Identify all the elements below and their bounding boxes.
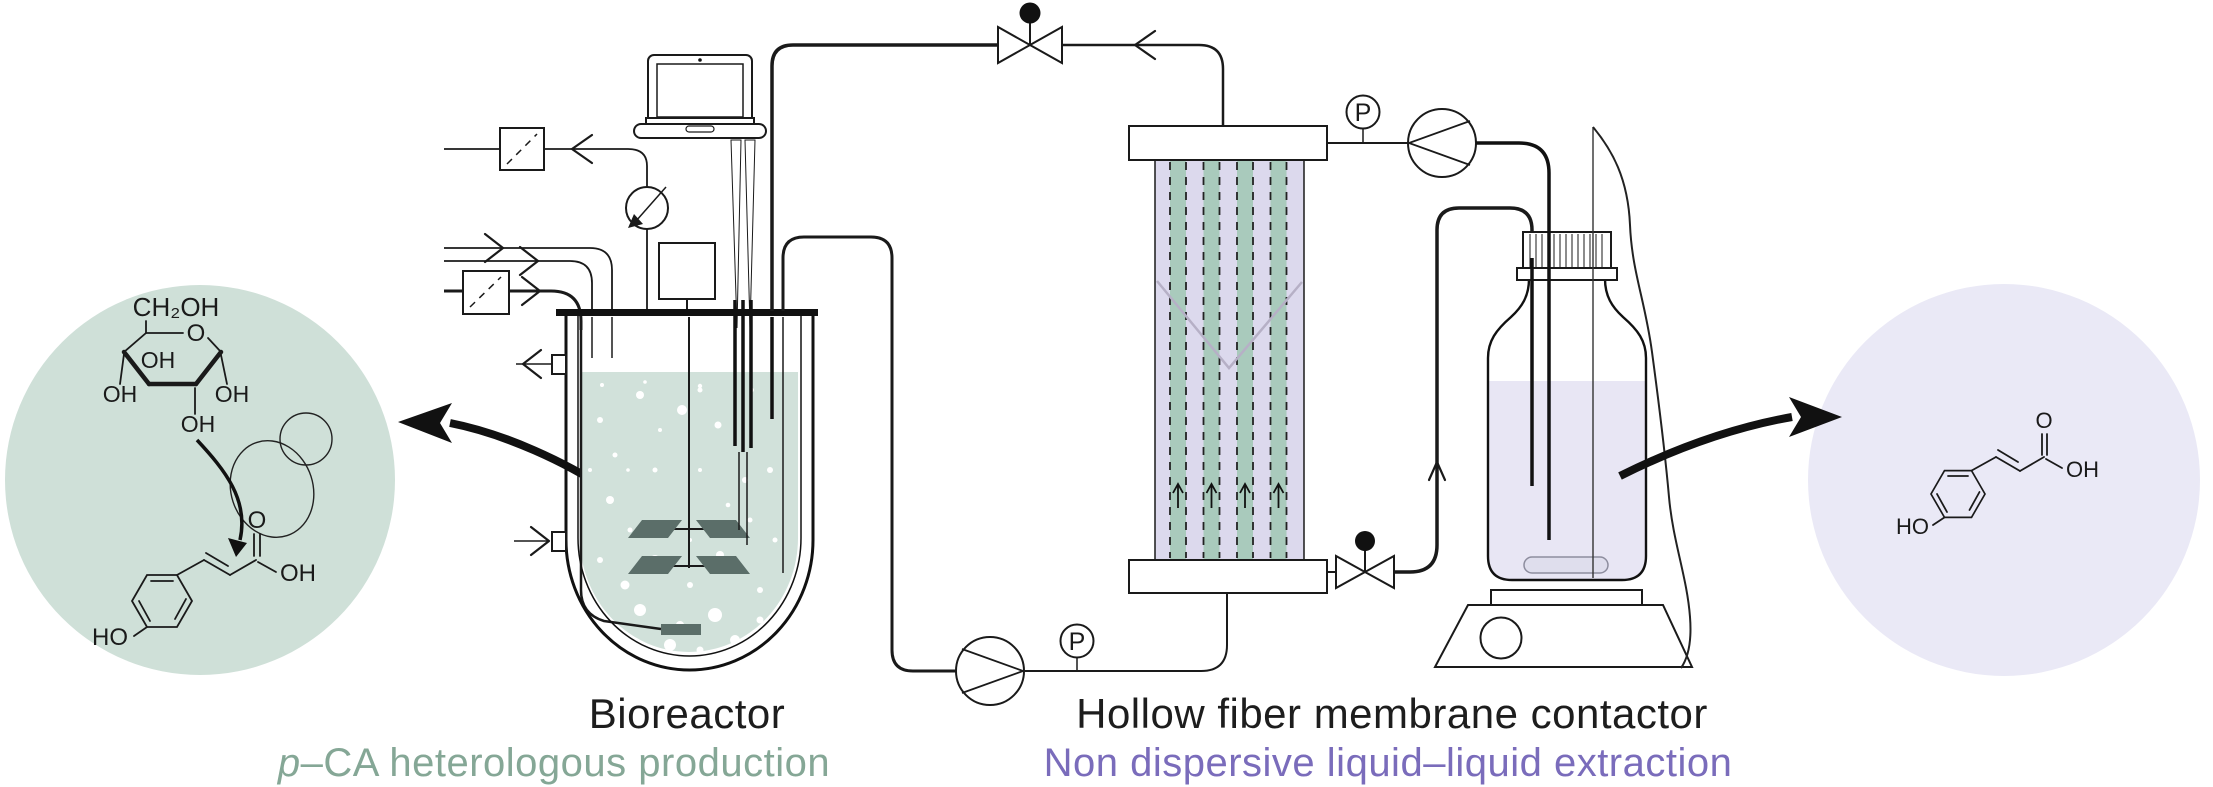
glucose-ring-o-label: O <box>187 320 206 347</box>
pca-product-ho-label: HO <box>1896 514 1929 539</box>
membrane-fibers <box>1169 160 1288 560</box>
stirrer-assembly <box>628 317 750 574</box>
organic-pressure-gauge: P <box>1345 94 1381 143</box>
membrane-top-cap <box>1128 125 1328 161</box>
product-circle: HO O OH <box>1808 284 2200 676</box>
glucose-oh-left-label: OH <box>103 381 138 407</box>
pca-product-oh-label: OH <box>2066 457 2099 482</box>
probes <box>733 300 753 545</box>
vessel-outer-wall <box>564 311 815 672</box>
laptop-icon <box>633 54 767 139</box>
membrane-chevron-mark <box>1156 280 1303 370</box>
substrate-circle: CH₂OH O OH OH OH OH <box>5 285 395 675</box>
glucose-ch2oh-label: CH₂OH <box>133 292 220 322</box>
bottle-outline <box>1486 278 1648 582</box>
organic-loop: P <box>1327 94 1534 590</box>
production-subtitle-prefix: p <box>277 741 301 785</box>
conversion-arrow <box>195 438 247 557</box>
pump-to-bottle-tube <box>1476 141 1551 540</box>
feed-pump-icon <box>955 636 1026 706</box>
broth-bubbles <box>588 380 778 654</box>
pca-feed-oh-label: OH <box>280 560 316 587</box>
pca-product-o-label: O <box>2035 408 2052 433</box>
pca-structure-product: HO O OH <box>1896 408 2099 539</box>
glucose-structure: CH₂OH O OH OH OH OH <box>103 292 250 437</box>
impeller-blade <box>628 520 682 538</box>
product-circle-fill <box>1808 284 2200 676</box>
impeller-blade <box>696 520 750 538</box>
aqueous-loop: P <box>770 2 1228 706</box>
vessel-headplate <box>556 309 818 316</box>
gauge-label: P <box>1069 628 1086 656</box>
caption-labels: Bioreactor p–CA heterologous production … <box>277 690 1732 785</box>
bioreactor-title: Bioreactor <box>589 690 785 737</box>
gas-inlet-lines <box>444 232 613 330</box>
inlet-filter-icon <box>462 270 510 315</box>
glucose-oh-right-label: OH <box>215 381 250 407</box>
vessel-inner-wall <box>577 311 802 657</box>
glucose-oh-c2-label: OH <box>141 347 176 373</box>
flow-indicator-arrow <box>628 214 643 228</box>
solvent-to-product-arrow <box>1618 397 1842 480</box>
bottom-valve-icon <box>1327 531 1395 590</box>
top-valve-icon <box>997 2 1063 65</box>
membrane-bottom-cap <box>1128 559 1328 594</box>
membrane-title: Hollow fiber membrane contactor <box>1076 690 1708 737</box>
organic-pump-icon <box>1406 108 1477 178</box>
production-subtitle-rest: –CA heterologous production <box>301 741 830 785</box>
lower-side-port <box>514 525 567 557</box>
inlet2-flow-arrow <box>518 245 540 277</box>
bottle-cap <box>1516 231 1618 281</box>
pca-feed-o-label: O <box>248 507 267 534</box>
membrane-contactor <box>1128 125 1328 594</box>
production-subtitle: p–CA heterologous production <box>277 741 830 785</box>
return-flow-arrow <box>1133 29 1157 61</box>
off-gas-line <box>444 127 669 311</box>
fiber-flow-arrows <box>1172 482 1285 508</box>
impeller-blade <box>696 556 750 574</box>
probe-needles <box>730 139 756 329</box>
bioreactor-vessel <box>514 300 818 672</box>
solvent-fill <box>1489 381 1645 579</box>
feed-pressure-gauge: P <box>1059 623 1095 671</box>
motor-box <box>658 242 716 311</box>
extraction-subtitle: Non dispersive liquid–liquid extraction <box>1044 741 1733 785</box>
yeast-cell-icon <box>229 412 333 538</box>
sparge-flow-arrow <box>520 275 542 307</box>
glucose-oh-bottom-label: OH <box>181 411 216 437</box>
substrate-circle-fill <box>5 285 395 675</box>
gauge-label: P <box>1355 99 1372 127</box>
valve-to-bottle-pipe <box>1394 206 1534 574</box>
stir-bar <box>1523 556 1609 574</box>
impeller-blade <box>628 556 682 574</box>
organic-flow-arrow <box>1427 460 1447 482</box>
stir-plate <box>1433 589 1694 668</box>
off-gas-flow-arrow <box>570 133 594 165</box>
pca-feed-ho-label: HO <box>92 624 128 651</box>
stir-plate-knob <box>1479 616 1523 660</box>
broth-to-substrate-arrow <box>398 403 609 493</box>
off-gas-filter-icon <box>499 127 545 171</box>
sheet-edge-line <box>1592 126 1692 669</box>
solvent-bottle <box>1476 141 1648 582</box>
pca-structure-feed: HO O OH <box>92 507 316 651</box>
inlet1-flow-arrow <box>483 232 505 264</box>
upper-side-port <box>516 348 567 380</box>
laptop-camera-dot <box>698 58 702 62</box>
